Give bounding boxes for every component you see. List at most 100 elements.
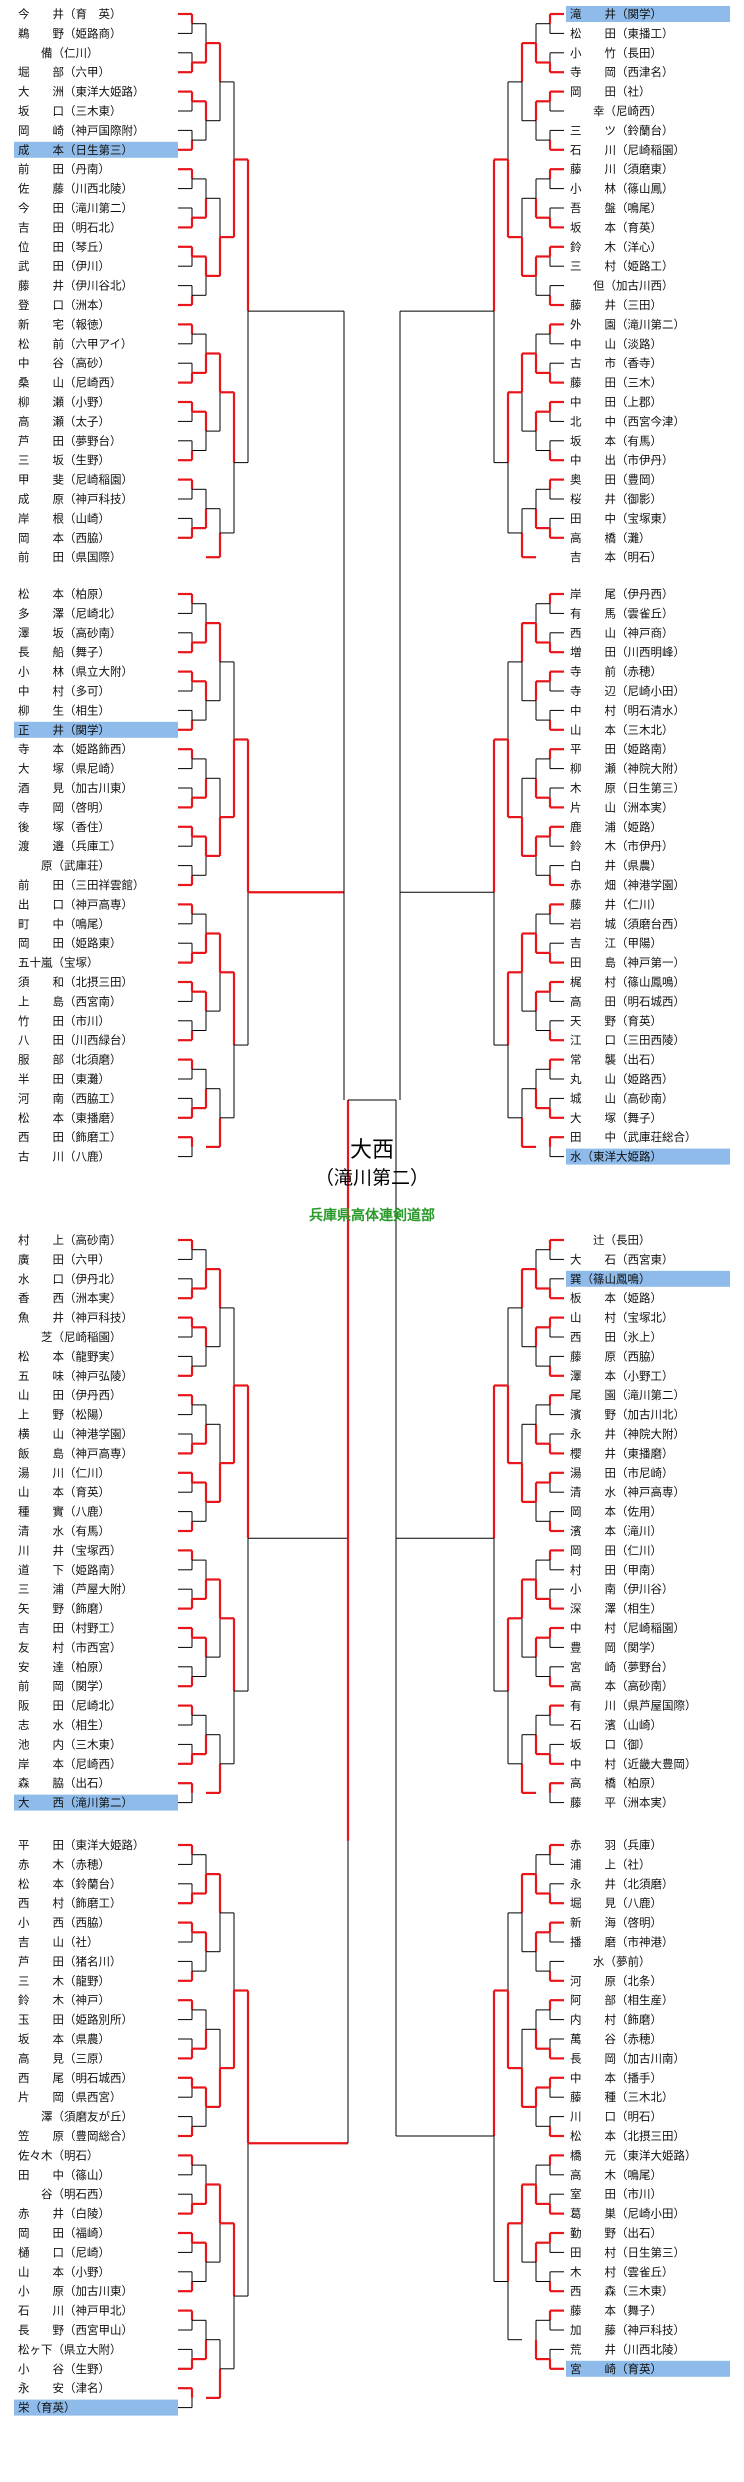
player-entry: 寺 辺（尼崎小田） [570,684,685,698]
player-entry: 藤 井（仁川） [570,897,662,911]
player-entry: 荒 井（川西北陵） [570,2342,685,2356]
player-school: （尼崎北） [64,1699,122,1713]
player-name: 岡 田 [570,85,616,99]
player-school: （加古川北） [616,1408,685,1422]
player-name: 藤 井 [570,298,616,312]
player-name: 藤 原 [570,1349,616,1363]
player-entry: 新 海（啓明） [570,1916,662,1930]
player-name: 中 谷 [18,356,64,370]
player-school: （雲雀丘） [616,606,674,620]
player-name: 武 田 [18,259,64,273]
player-school: （出石） [616,1053,662,1067]
player-entry: 木 原（日生第三） [570,781,685,795]
player-entry: 池 内（三木東） [18,1737,122,1751]
player-entry: 前 岡（関学） [18,1679,110,1693]
player-school: （西脇） [64,531,110,545]
player-school: （山崎） [616,1718,662,1732]
player-school: （鳴尾） [616,201,662,215]
player-name: 高 橋 [570,1776,616,1790]
player-school: （加古川東） [64,781,133,795]
player-entry: 鹿 浦（姫路） [570,820,662,834]
player-entry: 三 坂（生野） [18,453,110,467]
player-school: （飾磨） [616,2013,662,2027]
player-entry: 古 川（八鹿） [18,1150,110,1164]
player-name: 川 口 [570,2110,616,2124]
player-school: （尼崎稲園） [616,143,685,157]
player-entry: 多 澤（尼崎北） [18,606,122,620]
player-school: （加古川東） [64,2284,133,2298]
player-school: （神院大附） [616,762,685,776]
player-school: （飾磨工） [64,1896,122,1910]
player-school: （育英） [616,220,662,234]
player-entry: 江 口（三田西陵） [570,1033,685,1047]
player-school: （柏原） [616,1776,662,1790]
player-school: （北摂三田） [616,2129,685,2143]
player-school: （姫路工） [616,259,674,273]
player-entry: 梶 村（篠山鳳鳴） [570,975,685,989]
player-school: （香住） [64,820,110,834]
player-school: （明石清水） [616,703,685,717]
player-entry: 山 田（伊丹西） [18,1388,122,1402]
player-name: 坂 口 [570,1737,616,1751]
player-entry: 川 口（明石） [570,2110,662,2124]
player-name: 笠 原 [18,2129,64,2143]
player-name: 川 井 [18,1543,64,1557]
player-school: （須磨友が丘） [53,2110,134,2124]
player-name: 幸 [570,104,605,118]
player-entry: 藤 田（三木） [570,376,662,390]
player-entry: 服 部（北須磨） [18,1053,122,1067]
player-entry: 芦 田（猪名川） [18,1954,122,1968]
player-name: 古 川 [18,1150,64,1164]
player-school: （神戸国際附） [64,123,145,137]
player-school: （出石） [616,2226,662,2240]
player-name: 小 原 [18,2284,64,2298]
player-name: 正 井 [18,723,64,737]
player-school: （明石） [616,2110,662,2124]
player-entry: 坂 口（三木東） [18,104,122,118]
player-name: 三 木 [18,1974,64,1988]
player-name: 位 田 [18,240,64,254]
player-school: （相生産） [616,1993,674,2007]
player-entry: 吉 本（明石） [570,550,662,564]
player-entry: 中 出（市伊丹） [570,453,674,467]
player-school: （武庫荘） [53,859,111,873]
highlight-bar [566,6,730,22]
player-entry: 小 竹（長田） [570,46,662,60]
player-entry: 鈴 木（神戸） [18,1993,110,2007]
player-name: 出 口 [18,897,64,911]
bracket-lines [178,12,564,2409]
player-name: 柳 生 [18,703,64,717]
player-name: 梶 村 [570,975,616,989]
player-entry: 高 瀬（太子） [18,414,110,428]
player-entry: 萬 谷（赤穂） [570,2032,662,2046]
player-name: 渡 邉 [18,839,64,853]
player-entry: 濱 野（加古川北） [570,1408,685,1422]
player-name: 前 田 [18,550,64,564]
player-school: （加古川西） [605,279,674,293]
player-school: （明石） [53,2148,99,2162]
player-name: 松 本 [18,1111,64,1125]
player-name: 中 出 [570,453,616,467]
player-school: （宝塚西） [64,1543,122,1557]
player-entry: 片 山（洲本実） [570,800,674,814]
player-school: （育英） [30,2401,76,2415]
player-name: 中 村 [570,1621,616,1635]
player-name: 永 井 [570,1427,616,1441]
player-name: 佐 藤 [18,182,64,196]
player-entry: 高 木（鳴尾） [570,2168,662,2182]
player-name: 葛 巣 [570,2207,616,2221]
player-name: 岡 崎 [18,123,64,137]
player-name: 田 中 [570,1130,616,1144]
player-entry: 松 前（六甲アイ） [18,337,132,351]
player-name: 栄 [18,2401,30,2415]
player-school: （小野） [64,2265,110,2279]
player-name: 池 内 [18,1737,64,1751]
player-school: （津名） [64,2381,110,2395]
player-school: （尼崎稲園） [53,1330,122,1344]
player-entry: 柳 瀬（神院大附） [570,762,685,776]
player-entry: 藤 種（三木北） [570,2090,674,2104]
player-entry: 横 山（神港学園） [18,1427,133,1441]
player-name: 山 本 [18,2265,64,2279]
player-entry: 坂 本（有馬） [570,434,662,448]
player-entry: 坂 本（育英） [570,220,662,234]
